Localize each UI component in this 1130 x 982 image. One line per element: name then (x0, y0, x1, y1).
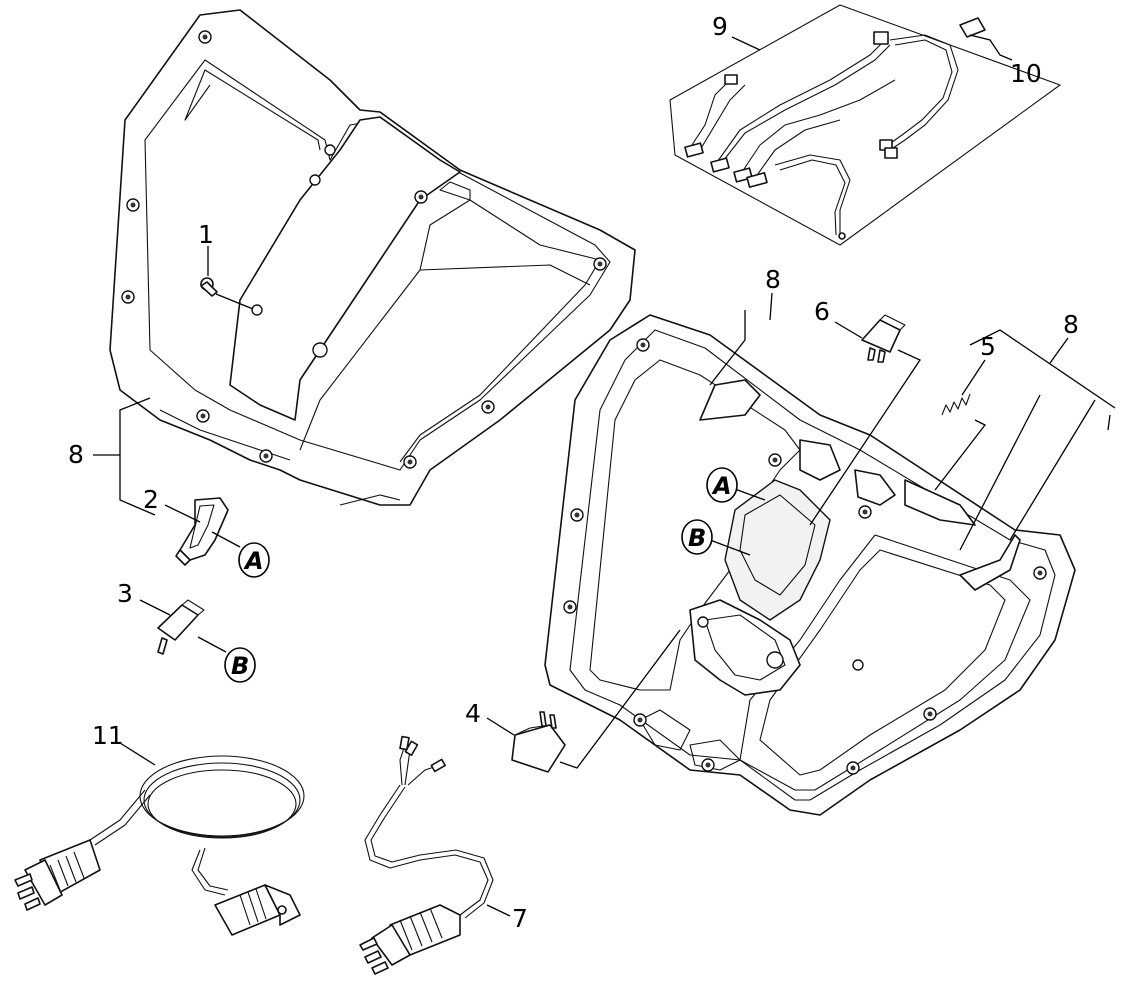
svg-text:A: A (243, 547, 264, 575)
spring-part-5 (941, 393, 971, 416)
svg-text:B: B (231, 652, 249, 680)
callout-8-left: 8 (68, 440, 84, 469)
callout-11: 11 (92, 721, 124, 750)
marker-b-right: B (681, 519, 713, 555)
connector-part-10 (959, 17, 986, 38)
callout-7: 7 (512, 904, 528, 933)
callout-4: 4 (465, 699, 481, 728)
callout-3: 3 (117, 579, 133, 608)
clip-part-2 (175, 497, 229, 566)
screw-part-1 (200, 277, 218, 297)
callout-5: 5 (980, 332, 996, 361)
callout-1: 1 (198, 220, 214, 249)
callout-2: 2 (143, 485, 159, 514)
callout-10: 10 (1010, 59, 1042, 88)
relay-part-4 (511, 711, 566, 773)
extension-cord-part-11 (14, 755, 305, 936)
callout-8-middle: 8 (765, 265, 781, 294)
power-cord-part-7 (359, 735, 494, 975)
svg-text:B: B (688, 524, 706, 552)
front-housing (109, 9, 636, 506)
callout-8-right: 8 (1063, 310, 1079, 339)
wire-harness-part-9 (684, 31, 959, 240)
marker-b-left: B (224, 647, 256, 683)
callout-9: 9 (712, 12, 728, 41)
rear-housing (544, 314, 1076, 816)
leader-lines (93, 34, 1116, 917)
marker-a-left: A (238, 542, 270, 578)
harness-box (669, 4, 1061, 246)
callout-6: 6 (814, 297, 830, 326)
switch-part-6 (861, 314, 906, 363)
switch-part-3 (157, 599, 205, 655)
marker-a-right: A (706, 467, 738, 503)
svg-text:A: A (711, 472, 732, 500)
